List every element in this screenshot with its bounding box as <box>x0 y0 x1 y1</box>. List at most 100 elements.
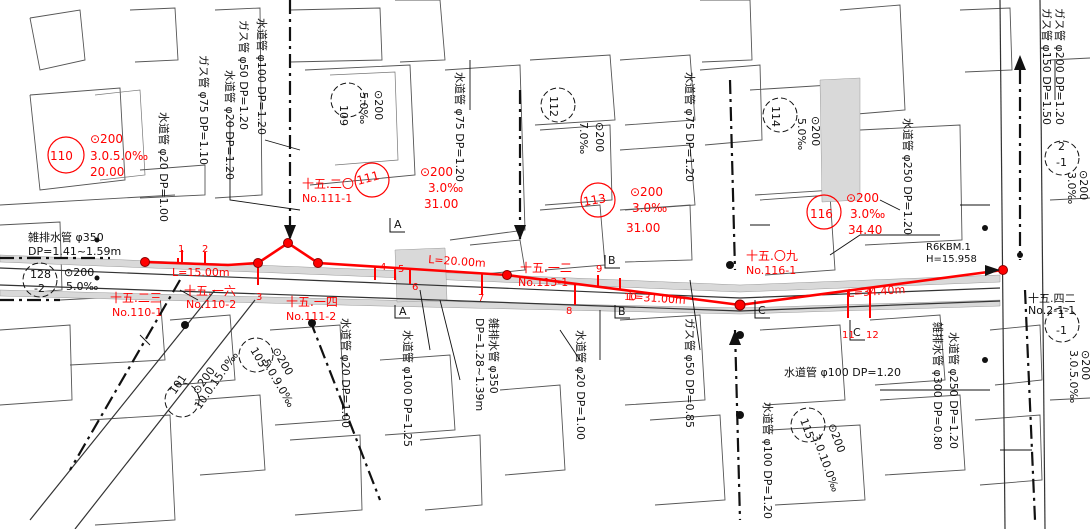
svg-text:1: 1 <box>1058 308 1065 321</box>
lateral-number-labels: 1 2 3 4 5 6 7 8 9 10 11 12 <box>178 244 879 341</box>
svg-text:No.110-2: No.110-2 <box>186 298 236 311</box>
svg-text:B: B <box>618 305 626 318</box>
svg-text:3: 3 <box>256 292 262 303</box>
svg-text:十五.〇九: 十五.〇九 <box>746 249 798 263</box>
svg-text:No.111-2: No.111-2 <box>286 310 336 323</box>
svg-text:3.0‰: 3.0‰ <box>428 181 463 195</box>
manhole-110-1[interactable] <box>140 257 150 267</box>
svg-text:11: 11 <box>842 330 855 341</box>
sewer-length-labels: L=15.00m L=20.00m L=31.00m L=34.40m <box>172 253 906 307</box>
leader-lines <box>229 60 1056 381</box>
svg-text:ガス管 φ200 DP=1.20: ガス管 φ200 DP=1.20 <box>1053 8 1067 125</box>
svg-text:十五.一二: 十五.一二 <box>520 261 572 275</box>
black-section-circles <box>22 82 1080 443</box>
svg-text:水道管 φ75 DP=1.20: 水道管 φ75 DP=1.20 <box>683 72 697 182</box>
svg-text:L=31.00m: L=31.00m <box>628 290 686 307</box>
svg-text:⊙200: ⊙200 <box>1077 170 1090 200</box>
svg-text:3.0.5.0‰: 3.0.5.0‰ <box>90 149 148 163</box>
svg-text:2: 2 <box>1058 140 1065 153</box>
svg-text:⊙200: ⊙200 <box>420 165 453 179</box>
svg-text:水道管 φ100 DP=1.20: 水道管 φ100 DP=1.20 <box>761 402 775 519</box>
section-mark-boxes <box>389 218 865 341</box>
svg-text:⊙200: ⊙200 <box>1079 350 1090 380</box>
svg-text:31.00: 31.00 <box>424 197 458 211</box>
svg-text:31.00: 31.00 <box>626 221 660 235</box>
svg-text:4: 4 <box>380 262 386 273</box>
svg-text:L=34.40m: L=34.40m <box>847 283 905 300</box>
svg-text:5: 5 <box>398 264 404 275</box>
arrow-up-icon <box>1014 55 1026 70</box>
svg-text:十五.四二: 十五.四二 <box>1028 291 1076 305</box>
svg-text:-1: -1 <box>1056 324 1067 337</box>
svg-text:ガス管 φ150 DP=1.50: ガス管 φ150 DP=1.50 <box>1040 8 1054 125</box>
svg-text:水道管 φ20 DP=1.00: 水道管 φ20 DP=1.00 <box>339 318 353 428</box>
svg-text:No.2-1-1: No.2-1-1 <box>1028 304 1075 317</box>
svg-text:3.0.5.0‰: 3.0.5.0‰ <box>1067 350 1080 403</box>
svg-text:3.0‰: 3.0‰ <box>850 207 885 221</box>
svg-text:水道管 φ75 DP=1.20: 水道管 φ75 DP=1.20 <box>453 72 467 182</box>
svg-text:113: 113 <box>582 191 607 209</box>
svg-text:雑排水管 φ350: 雑排水管 φ350 <box>28 230 104 244</box>
svg-text:水道管 φ100 DP=1.20: 水道管 φ100 DP=1.20 <box>255 18 269 135</box>
svg-text:7: 7 <box>478 293 484 304</box>
svg-text:水道管 φ20 DP=1.00: 水道管 φ20 DP=1.00 <box>157 112 171 222</box>
svg-text:⊙200: ⊙200 <box>630 185 663 199</box>
svg-text:6: 6 <box>412 282 418 293</box>
svg-text:10: 10 <box>624 292 637 303</box>
svg-text:水道管 φ20 DP=1.20: 水道管 φ20 DP=1.20 <box>223 70 237 180</box>
svg-text:十五.二三: 十五.二三 <box>110 291 162 305</box>
svg-text:⊙200: ⊙200 <box>372 90 385 120</box>
svg-text:20.00: 20.00 <box>90 165 124 179</box>
svg-text:No.113-1: No.113-1 <box>518 276 568 289</box>
svg-text:34.40: 34.40 <box>848 223 882 237</box>
svg-text:9: 9 <box>596 264 602 275</box>
svg-text:110: 110 <box>50 149 73 163</box>
existing-manholes <box>94 225 1023 419</box>
svg-text:No.110-1: No.110-1 <box>112 306 162 319</box>
svg-text:⊙200: ⊙200 <box>64 266 94 279</box>
svg-text:⊙200: ⊙200 <box>846 191 879 205</box>
svg-text:2: 2 <box>202 244 208 255</box>
arrow-right-icon <box>985 265 1000 276</box>
svg-text:1: 1 <box>178 244 184 255</box>
svg-text:116: 116 <box>810 207 833 221</box>
svg-text:DP=1.28~1.39m: DP=1.28~1.39m <box>473 318 486 411</box>
svg-text:十五.一六: 十五.一六 <box>184 284 236 298</box>
arrow-down-icon <box>284 225 296 240</box>
svg-text:-2: -2 <box>34 282 45 295</box>
svg-text:-1: -1 <box>1056 156 1067 169</box>
manhole-113-1[interactable] <box>502 270 512 280</box>
red-section-circles <box>47 136 842 230</box>
manhole-110-2[interactable] <box>253 258 263 268</box>
svg-text:水道管 φ20 DP=1.00: 水道管 φ20 DP=1.00 <box>574 330 588 440</box>
svg-text:12: 12 <box>866 330 879 341</box>
svg-text:5.0‰: 5.0‰ <box>66 280 98 293</box>
svg-text:114: 114 <box>769 106 782 127</box>
svg-text:水道管 φ250 DP=1.20: 水道管 φ250 DP=1.20 <box>901 118 915 235</box>
manhole-111-2[interactable] <box>313 258 323 268</box>
svg-text:111: 111 <box>355 168 381 187</box>
arrow-up-icon <box>729 330 741 345</box>
svg-text:3.0‰: 3.0‰ <box>1065 172 1078 204</box>
svg-text:R6KBM.1: R6KBM.1 <box>926 242 971 253</box>
section-mark-letters: A A B B C C <box>394 218 861 339</box>
svg-text:7.0‰: 7.0‰ <box>577 122 590 154</box>
svg-text:No.116-1: No.116-1 <box>746 264 796 277</box>
svg-text:十五.一四: 十五.一四 <box>286 295 338 309</box>
service-ticks <box>139 204 1032 451</box>
svg-text:水道管 φ100 DP=1.20: 水道管 φ100 DP=1.20 <box>784 365 901 379</box>
svg-text:ガス管 φ50 DP=1.20: ガス管 φ50 DP=1.20 <box>237 20 251 130</box>
planned-manholes <box>140 238 1008 311</box>
svg-text:128: 128 <box>30 268 51 281</box>
red-section-labels: 110 ⊙200 3.0.5.0‰ 20.00 111 ⊙200 3.0‰ 31… <box>50 132 885 237</box>
svg-text:5.0‰: 5.0‰ <box>795 118 808 150</box>
svg-text:3.0‰: 3.0‰ <box>632 201 667 215</box>
manhole-116-1[interactable] <box>734 299 746 311</box>
svg-text:⊙200: ⊙200 <box>809 116 822 146</box>
svg-text:⊙200: ⊙200 <box>90 132 123 146</box>
manhole-111-1[interactable] <box>283 238 293 248</box>
existing-pipes <box>0 0 1037 521</box>
svg-text:L=20.00m: L=20.00m <box>428 253 486 270</box>
